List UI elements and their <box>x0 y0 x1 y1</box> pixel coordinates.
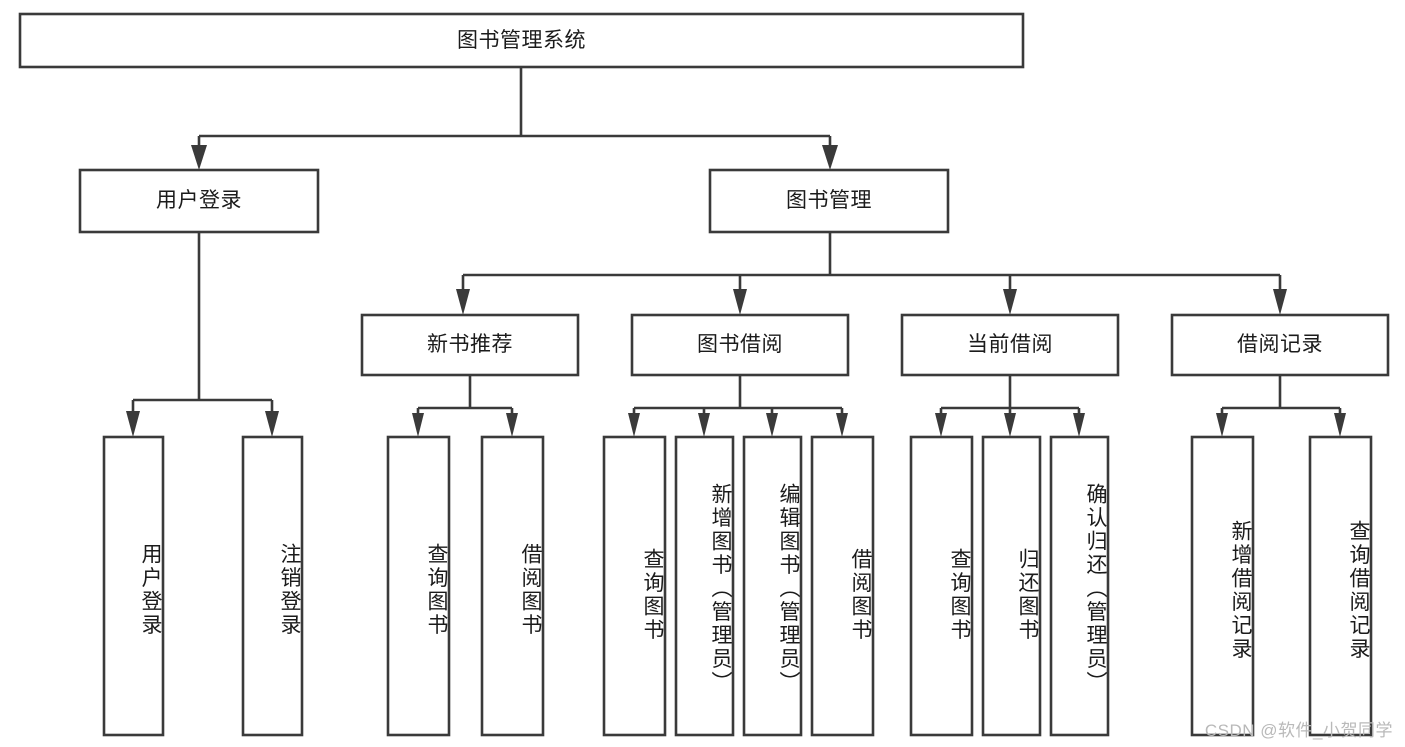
node-box-leaf-logout-login[interactable] <box>241 435 304 737</box>
arrow-to-leaf-query-book-3 <box>935 413 947 437</box>
node-box-leaf-edit-book[interactable] <box>742 435 803 737</box>
arrow-to-new-book-recommend <box>456 289 470 315</box>
arrow-to-book-mgmt <box>822 145 838 170</box>
arrow-to-leaf-edit-book <box>766 413 778 437</box>
arrow-to-leaf-query-book-1 <box>412 413 424 437</box>
node-box-leaf-confirm-return[interactable] <box>1049 435 1110 737</box>
arrow-to-leaf-logout-login <box>265 411 279 437</box>
arrow-to-user-login <box>191 145 207 170</box>
node-box-current-borrow[interactable] <box>900 313 1120 377</box>
csdn-watermark: CSDN @软件_小贺同学 <box>1204 721 1393 740</box>
node-box-leaf-borrow-book-2[interactable] <box>810 435 875 737</box>
node-box-new-book-recommend[interactable] <box>360 313 580 377</box>
node-box-book-borrow[interactable] <box>630 313 850 377</box>
node-box-user-login[interactable] <box>78 168 320 234</box>
node-box-leaf-query-record[interactable] <box>1308 435 1373 737</box>
node-layer <box>18 12 1390 737</box>
connector-layer <box>126 67 1346 437</box>
arrow-to-leaf-return-book <box>1004 413 1016 437</box>
arrow-to-leaf-user-login <box>126 411 140 437</box>
node-box-book-management[interactable] <box>708 168 950 234</box>
node-box-leaf-return-book[interactable] <box>981 435 1042 737</box>
node-box-leaf-query-book-3[interactable] <box>909 435 974 737</box>
arrow-to-book-borrow <box>733 289 747 315</box>
arrow-to-current-borrow <box>1003 289 1017 315</box>
node-box-system-title[interactable] <box>18 12 1025 69</box>
arrow-to-leaf-add-record <box>1216 413 1228 437</box>
node-box-borrow-record[interactable] <box>1170 313 1390 377</box>
node-box-leaf-add-book[interactable] <box>674 435 735 737</box>
arrow-to-leaf-borrow-book-2 <box>836 413 848 437</box>
arrow-to-leaf-query-record <box>1334 413 1346 437</box>
arrow-to-borrow-record <box>1273 289 1287 315</box>
node-box-leaf-borrow-book-1[interactable] <box>480 435 545 737</box>
arrow-to-leaf-borrow-book-1 <box>506 413 518 437</box>
arrow-to-leaf-query-book-2 <box>628 413 640 437</box>
arrow-to-leaf-add-book <box>698 413 710 437</box>
node-box-leaf-user-login[interactable] <box>102 435 165 737</box>
node-box-leaf-add-record[interactable] <box>1190 435 1255 737</box>
node-box-leaf-query-book-1[interactable] <box>386 435 451 737</box>
arrow-to-leaf-confirm-return <box>1073 413 1085 437</box>
node-box-leaf-query-book-2[interactable] <box>602 435 667 737</box>
